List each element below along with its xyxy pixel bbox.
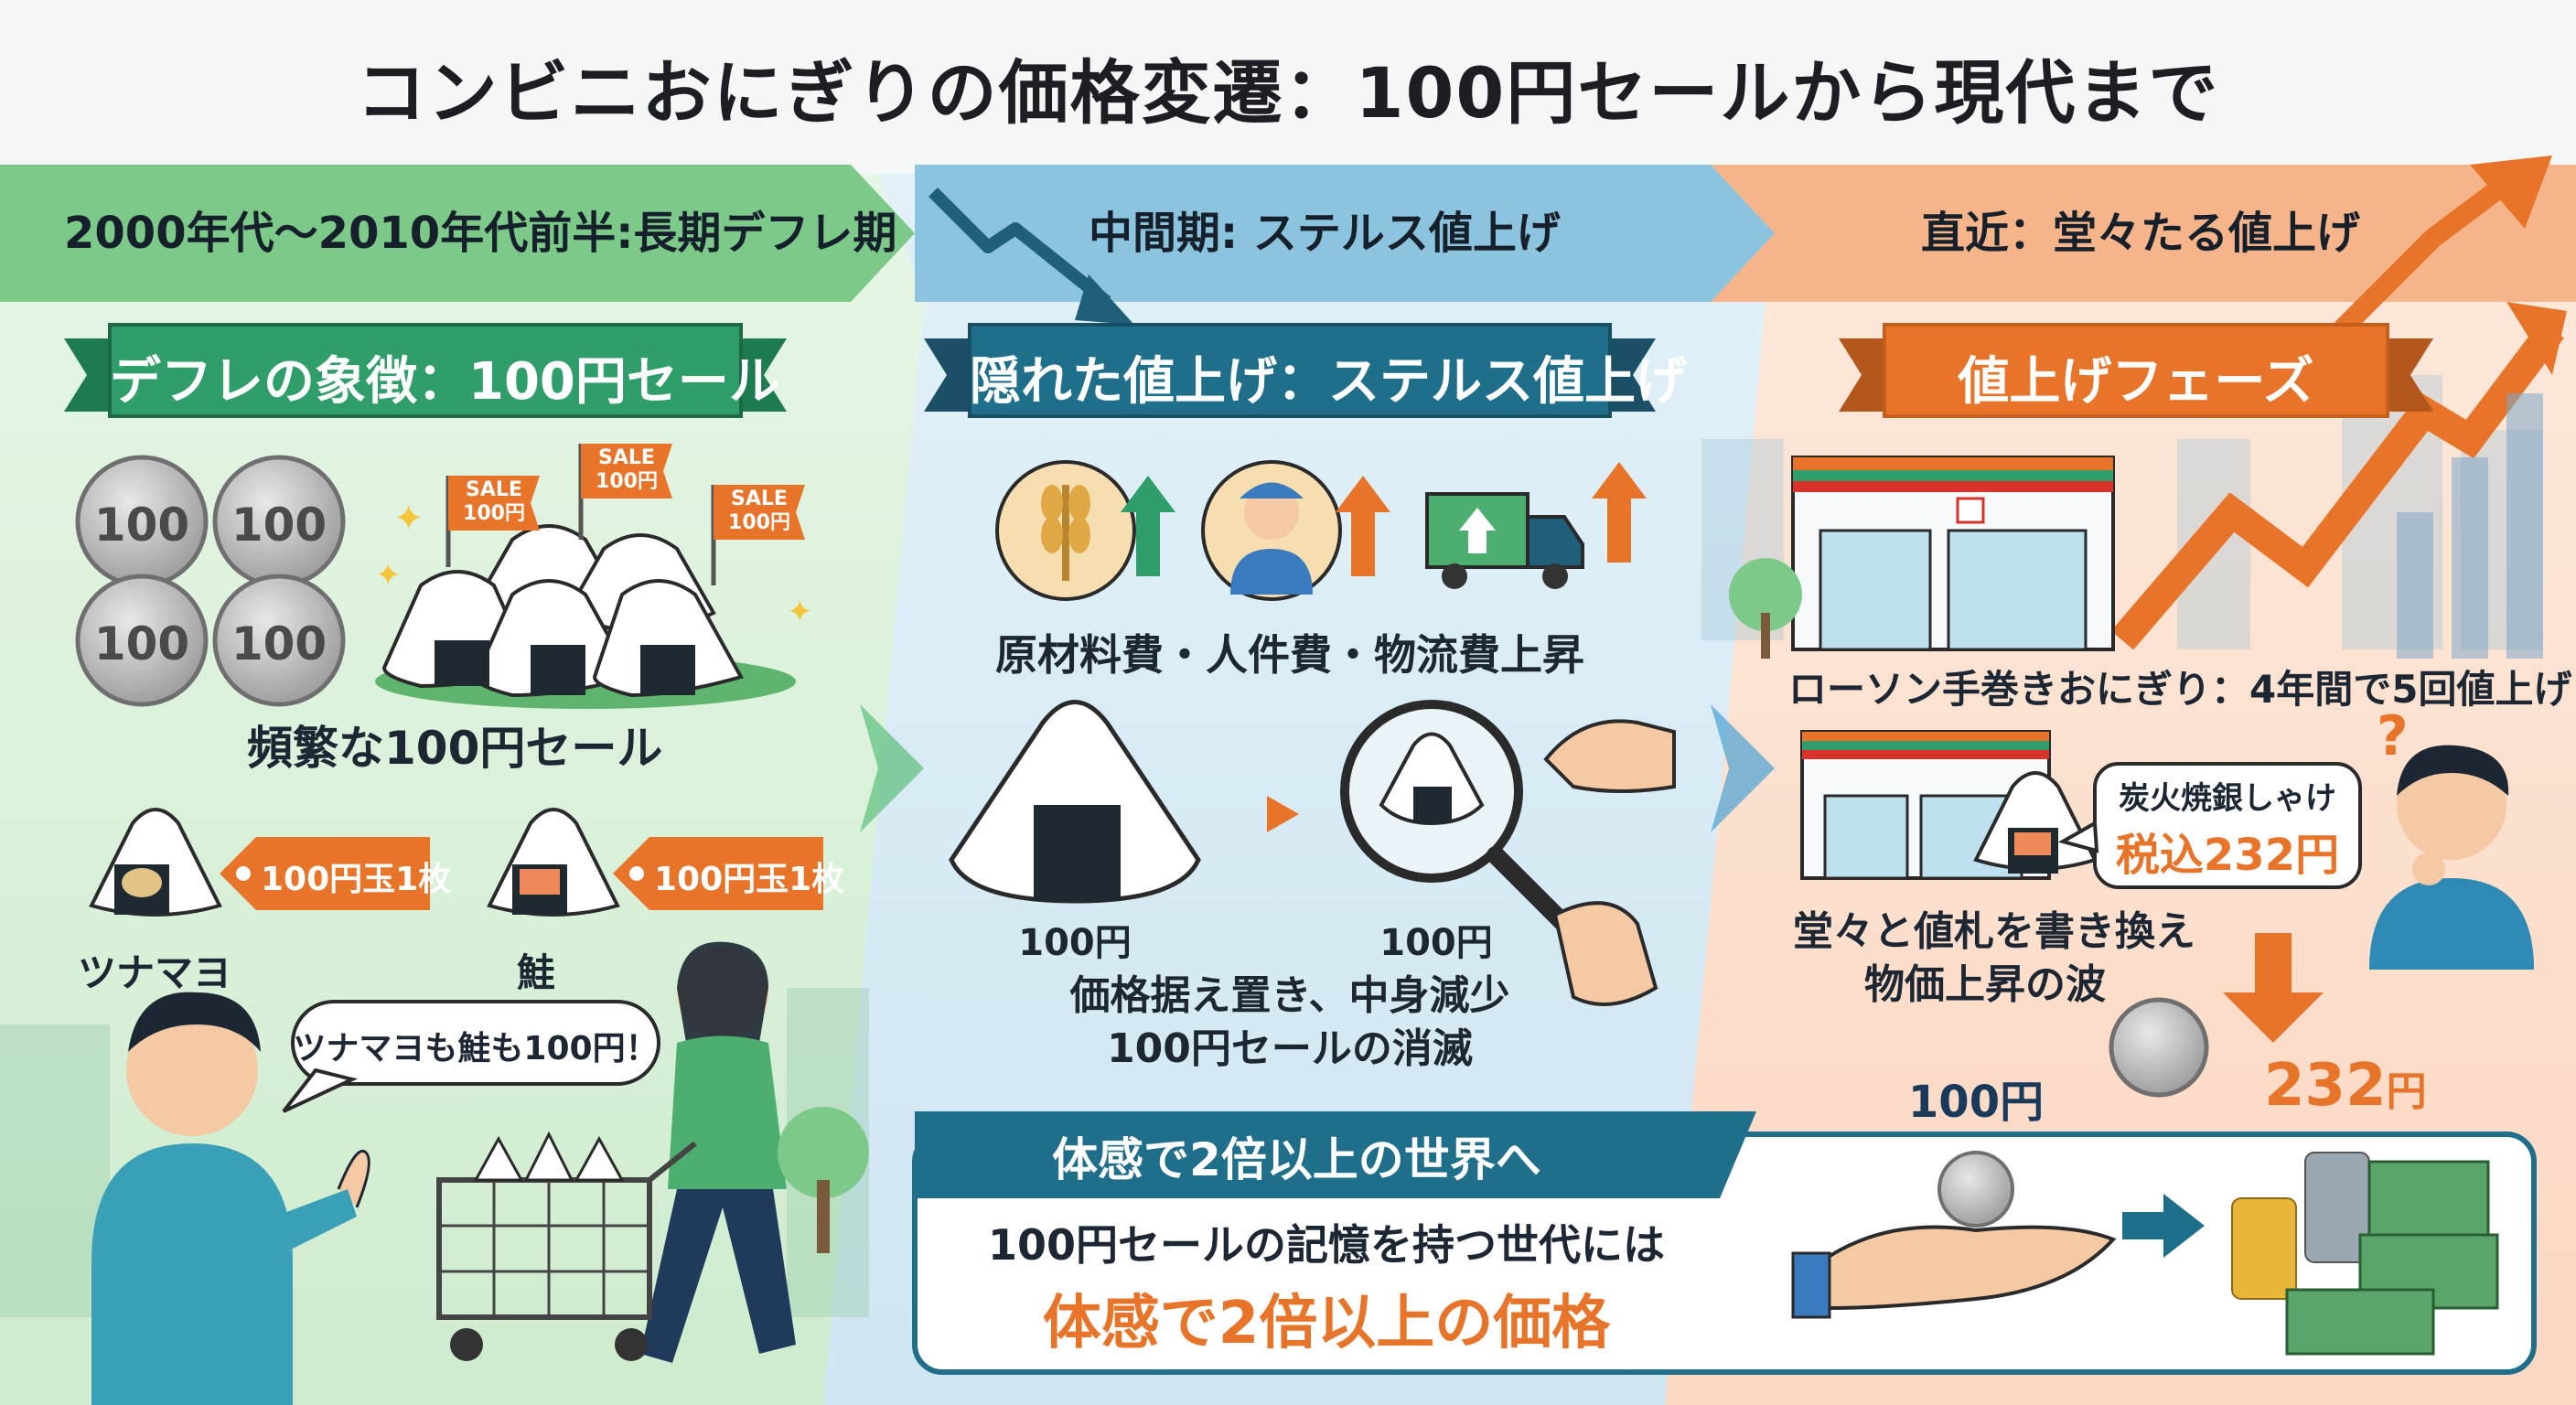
truck-icon	[1425, 492, 1584, 589]
speech-bubble	[282, 1000, 660, 1113]
coin-icon	[2109, 997, 2209, 1098]
item-label-tuna: ツナマヨ	[78, 950, 232, 995]
phase-arrow-left	[0, 165, 915, 302]
bottom-header: 体感で2倍以上の世界へ	[1052, 1133, 1541, 1186]
right-ribbon	[1839, 323, 2433, 418]
down-arrow-icon	[2223, 933, 2324, 1043]
speech-bubble-text: ツナマヨも鮭も100円！	[293, 1030, 659, 1067]
left-ribbon-title: デフレの象徴：100円セール	[110, 352, 780, 412]
open-hand-icon	[1791, 1225, 2117, 1319]
shopping-cart-icon	[436, 1131, 697, 1361]
lawson-caption: ローソン手巻きおにぎり：4年間で5回値上げ	[1788, 667, 2572, 712]
product-name: 炭火焼銀しゃけ	[2119, 780, 2336, 817]
price-tag-label: 100円玉1枚	[654, 861, 845, 898]
up-arrow-icon	[1336, 476, 1390, 576]
price-tag-label: 100円玉1枚	[261, 861, 452, 898]
thinking-man-icon	[2369, 745, 2534, 970]
coin-label: 100	[231, 499, 327, 552]
arrow-head-icon	[2470, 156, 2552, 229]
chevron-icon	[860, 704, 924, 832]
price-rewrite-description: 堂々と値札を書き換え物価上昇の波	[1793, 908, 2195, 1008]
up-arrow-icon	[1121, 476, 1175, 576]
price-before-label: 100円	[1018, 922, 1132, 964]
rising-price-arrow-icon	[2110, 320, 2564, 650]
money-stack-icon	[2231, 1152, 2499, 1356]
phase-arrow-right	[1711, 165, 2576, 302]
coin-label: 100	[231, 617, 327, 670]
onigiri-tuna-icon	[89, 808, 222, 917]
coin-icon	[75, 574, 209, 707]
woman-figure-icon	[640, 941, 796, 1363]
question-mark: ?	[2377, 704, 2409, 768]
arrow-head-icon	[2506, 302, 2567, 375]
onigiri-pile-icon	[375, 524, 796, 709]
arrow-right-icon	[1267, 796, 1299, 832]
coin-icon	[212, 574, 346, 707]
onigiri-salmon-icon	[487, 808, 620, 917]
man-figure-icon	[91, 992, 370, 1405]
item-label-salmon: 鮭	[517, 950, 556, 995]
hand-icon	[1543, 719, 1676, 1006]
price-tag-icon	[613, 837, 823, 910]
bottom-info-box	[912, 1111, 2537, 1375]
up-arrow-icon	[1592, 462, 1647, 563]
bottom-line2: 体感で2倍以上の価格	[1042, 1290, 1611, 1357]
price-after-label: 100円	[1379, 922, 1493, 964]
bottom-line1: 100円セールの記憶を持つ世代には	[987, 1220, 1666, 1270]
bar-chart-icon	[2397, 393, 2543, 659]
sale-flag-icon	[445, 444, 805, 585]
coins-group	[75, 455, 346, 707]
coin-label: 100	[93, 617, 190, 670]
worker-icon	[1201, 460, 1342, 601]
sparkle-icon: ✦	[787, 594, 813, 630]
rising-arrow-icon	[2334, 175, 2513, 337]
coin-icon	[1937, 1151, 2014, 1228]
phase-label-stealth: 中間期: ステルス値上げ	[1089, 208, 1561, 259]
left-ribbon	[64, 323, 787, 418]
price-tag-icon	[220, 837, 430, 910]
tree-icon	[778, 558, 1802, 1253]
convenience-store-icon	[1791, 456, 2115, 651]
sale-caption: 頻繁な100円セール	[247, 722, 663, 775]
phase-arrow-middle	[851, 165, 1775, 302]
sparkle-icon: ✦	[393, 498, 424, 540]
onigiri-large-icon	[949, 700, 1201, 904]
page-title: コンビニおにぎりの価格変遷：100円セールから現代まで	[356, 52, 2220, 134]
compare-before: 100円	[1907, 1077, 2045, 1128]
arrow-right-icon	[2122, 1194, 2205, 1258]
coin-label: 100	[93, 499, 190, 552]
falling-arrow-head-icon	[1075, 274, 1134, 325]
price-bubble	[2057, 762, 2362, 889]
phase-label-recent: 直近：堂々たる値上げ	[1921, 208, 2361, 259]
falling-arrow-icon	[928, 188, 1111, 307]
magnifier-icon	[1340, 700, 1592, 951]
right-ribbon-title: 値上げフェーズ	[1958, 352, 2314, 412]
onigiri-salmon-icon	[1973, 771, 2098, 874]
wheat-icon	[995, 460, 1136, 601]
middle-ribbon	[924, 323, 1656, 418]
compare-after: 232円	[2264, 1052, 2427, 1120]
product-price: 税込232円	[2115, 830, 2340, 881]
cost-caption: 原材料費・人件費・物流費上昇	[995, 630, 1584, 680]
middle-ribbon-title: 隠れた値上げ：ステルス値上げ	[970, 352, 1687, 412]
sparkle-icon: ✦	[375, 557, 402, 594]
phase-label-deflation: 2000年代～2010年代前半:長期デフレ期	[64, 208, 897, 259]
chevron-icon	[1711, 704, 1775, 832]
